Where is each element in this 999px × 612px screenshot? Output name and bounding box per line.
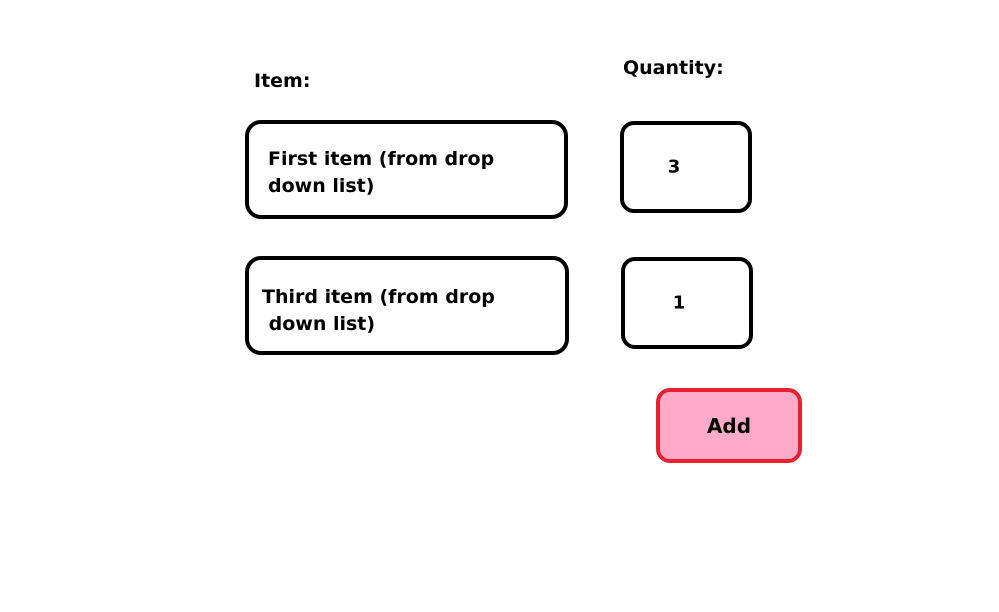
item-dropdown-1[interactable]: First item (from drop down list): [245, 120, 568, 219]
quantity-column-label: Quantity:: [623, 57, 724, 79]
quantity-field-2-value: 1: [672, 292, 686, 314]
add-button[interactable]: Add: [656, 388, 802, 463]
item-dropdown-1-text: First item (from drop down list): [268, 148, 495, 197]
quantity-field-1[interactable]: 3: [620, 121, 752, 213]
item-dropdown-2-text: Third item (from drop down list): [262, 286, 495, 335]
quantity-field-1-value: 3: [667, 156, 681, 178]
quantity-field-2[interactable]: 1: [621, 257, 753, 349]
item-column-label: Item:: [254, 70, 311, 92]
item-dropdown-2[interactable]: Third item (from drop down list): [245, 256, 569, 355]
